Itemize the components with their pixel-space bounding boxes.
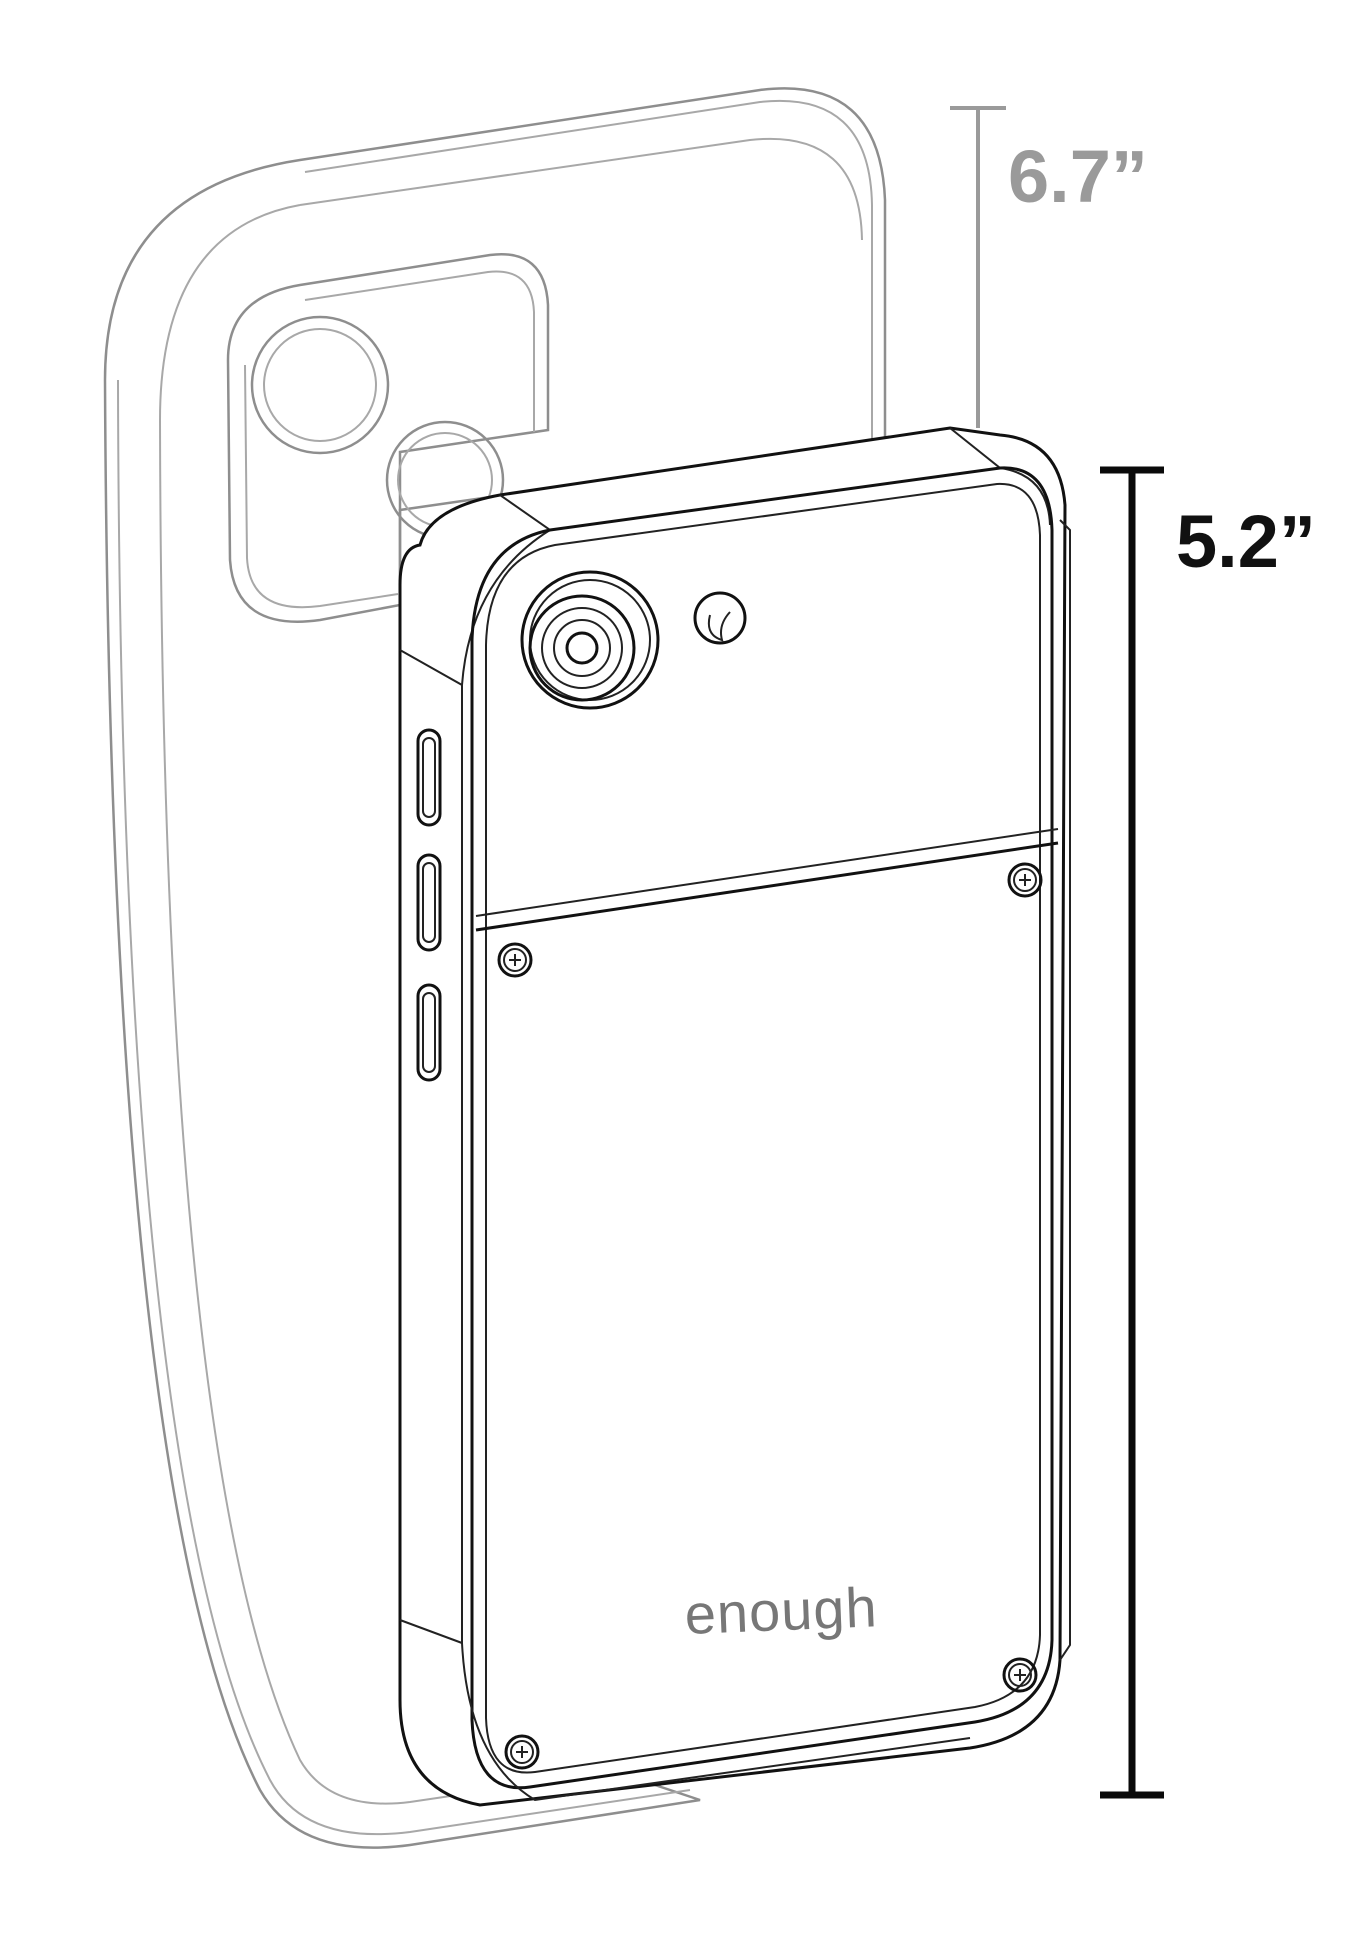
- flash-icon: [693, 591, 747, 645]
- small-phone-dimension-marker: [1100, 466, 1164, 1799]
- small-phone-body: [398, 426, 1071, 1807]
- screw-icon-bottom-right: [1002, 1657, 1038, 1693]
- screw-icon-mid-left: [497, 942, 533, 978]
- screw-icon-top-right: [1007, 862, 1043, 898]
- large-phone-dimension-marker: [950, 106, 1006, 428]
- small-phone-height-label: 5.2”: [1176, 500, 1316, 583]
- screw-icon-bottom-left: [504, 1734, 540, 1770]
- large-phone-height-label: 6.7”: [1008, 135, 1148, 218]
- small-phone-side-buttons: [416, 728, 442, 1082]
- brand-logo-text: enough: [683, 1575, 879, 1647]
- large-phone-outline: [103, 87, 887, 1849]
- camera-lens-icon: [520, 570, 660, 710]
